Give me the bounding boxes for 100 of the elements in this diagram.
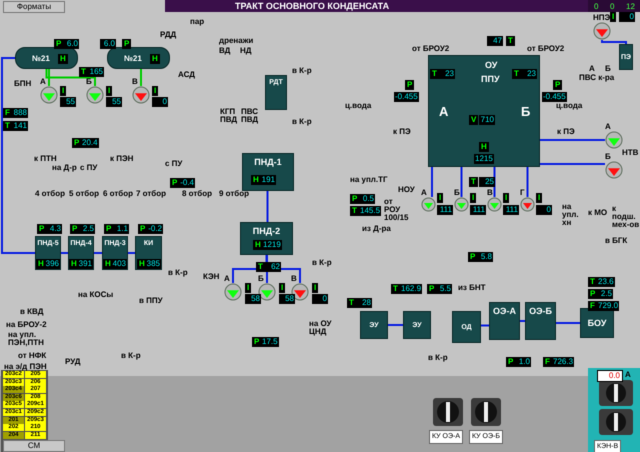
pump (132, 77, 150, 104)
text-label: Б (605, 64, 611, 74)
pump (605, 122, 623, 149)
value-display: 28 (356, 298, 372, 308)
value-display: 165 (88, 67, 104, 77)
value-display: 403 (111, 259, 127, 269)
measurement-tag: P (138, 224, 148, 234)
equipment-label: ПНД-1 (254, 157, 282, 167)
equipment-box (403, 311, 431, 339)
pipe-line (520, 320, 525, 322)
pipe-line (431, 167, 433, 197)
pump (86, 77, 104, 104)
value-display: 0 (619, 12, 635, 22)
condenser-body (428, 55, 540, 167)
ammeter-display: 0.0 (597, 370, 623, 382)
text-label: в К-р (428, 353, 448, 363)
pump (454, 188, 469, 212)
text-label: БПН (14, 79, 32, 89)
screen-title: ТРАКТ ОСНОВНОГО КОНДЕНСАТА (235, 0, 390, 12)
measurement-tag: T (350, 206, 359, 216)
text-label: к ПТН (34, 154, 57, 164)
pump (605, 152, 623, 179)
pump (421, 188, 436, 212)
measurement-tag: P (588, 289, 598, 299)
counter-value: 0 (610, 2, 614, 12)
measurement-tag: P (252, 337, 262, 347)
equipment-label: БОУ (588, 318, 606, 328)
equipment-box (452, 311, 481, 343)
value-display: 0 (536, 205, 552, 215)
text-label: в БГК (605, 236, 628, 246)
text-label: РУД (65, 357, 80, 367)
text-label: в К-р (312, 258, 332, 268)
pump (224, 274, 242, 301)
measurement-tag: P (553, 80, 562, 90)
pump-label: А (224, 274, 230, 283)
pipe-line (61, 252, 68, 254)
text-label: 8 отбор (182, 189, 212, 199)
measurement-tag: T (469, 177, 478, 187)
pipe-line (48, 69, 50, 86)
measurement-tag: P (506, 357, 516, 367)
value-display: 23 (439, 69, 455, 79)
pump-label: В (132, 77, 138, 86)
text-label: А (589, 64, 595, 74)
pipe-line (526, 167, 528, 197)
equipment-box (242, 153, 294, 191)
value-display: 0 (312, 294, 328, 304)
value-display: 391 (77, 259, 93, 269)
value-display: 111 (470, 205, 486, 215)
value-display: 25 (479, 177, 495, 187)
value-display: 58 (279, 294, 295, 304)
measurement-tag: I (279, 283, 286, 293)
text-label: к подш. мех-ов (612, 205, 640, 229)
pipe-line (128, 252, 135, 254)
measurement-tag: F (588, 301, 597, 311)
measurement-tag: H (58, 54, 68, 64)
measurement-tag: H (479, 142, 489, 152)
measurement-tag: F (3, 108, 12, 118)
equipment-label: ПНД-2 (252, 226, 280, 236)
value-display: 17.5 (261, 337, 279, 347)
text-label: на упл. хн (562, 203, 580, 227)
text-label: в К-р (292, 66, 312, 76)
pump (40, 77, 58, 104)
measurement-tag: I (503, 193, 510, 203)
value-display: 62 (265, 262, 281, 272)
measurement-tag: I (610, 12, 616, 22)
value-display: 5.5 (436, 284, 452, 294)
value-display: 729.0 (597, 301, 620, 311)
deaerator-tank (107, 47, 170, 69)
measurement-tag: I (60, 86, 66, 96)
value-display: 55 (106, 97, 122, 107)
measurement-tag: T (3, 121, 12, 131)
text-label: в К-р (292, 117, 312, 127)
text-label: с ПУ (165, 159, 182, 169)
value-display: 6.0 (100, 39, 116, 49)
measurement-tag: P (70, 224, 80, 234)
text-label: к ПЭ (393, 127, 411, 137)
value-display: 710 (479, 115, 495, 125)
measurement-tag: H (253, 240, 263, 250)
equipment-label: ОУ (485, 60, 498, 70)
text-label: дренажи (219, 36, 254, 46)
deaerator-tank (15, 47, 78, 69)
text-label: от БРОУ2 (527, 44, 564, 54)
equipment-label: Б (521, 104, 530, 119)
text-label: НТВ (622, 148, 638, 158)
value-display: 111 (503, 205, 519, 215)
text-label: на э/д ПЭН (4, 362, 47, 371)
counter-value: 0 (594, 2, 598, 12)
equipment-box (580, 308, 614, 338)
value-display: 1.0 (515, 357, 531, 367)
value-display: 162.9 (400, 284, 422, 294)
text-label: на БРОУ-2 (6, 320, 47, 330)
text-label: на упл. ПЭН,ПТН (8, 331, 45, 347)
measurement-tag: I (152, 86, 158, 96)
pump (258, 274, 276, 301)
measurement-tag: P (104, 224, 114, 234)
equipment-label: №21 (124, 54, 142, 62)
value-display: -0.4 (179, 178, 195, 188)
text-label: от НФК (18, 351, 46, 361)
text-label: на Д-р (52, 163, 77, 173)
text-label: от РОУ 100/15 (384, 198, 410, 222)
